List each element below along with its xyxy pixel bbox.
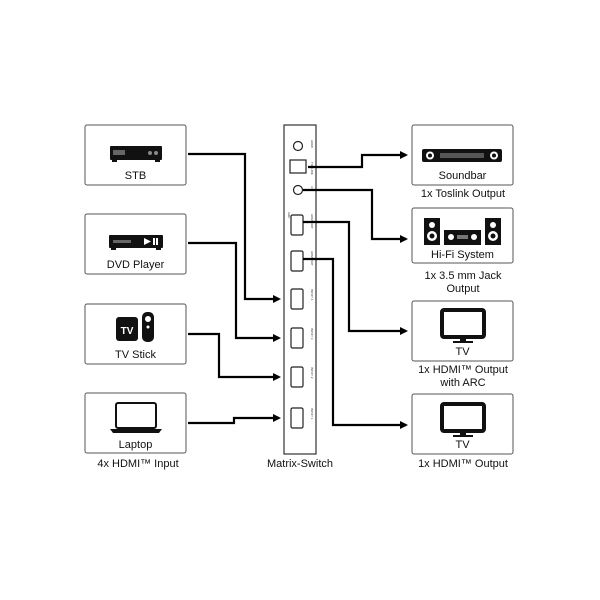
matrix-switch-caption: Matrix-Switch bbox=[267, 458, 333, 470]
audio-jack-port bbox=[292, 184, 304, 196]
hdmi-input-3-port bbox=[290, 327, 304, 349]
tv-arc-caption-line-2: with ARC bbox=[439, 377, 485, 389]
inputs-caption: 4x HDMI™ Input bbox=[97, 458, 178, 470]
wire-stb-to-input-4 bbox=[188, 152, 281, 303]
output-tv-arc: TV bbox=[411, 300, 514, 362]
tv-caption: 1x HDMI™ Output bbox=[418, 458, 508, 470]
soundbar-label: Soundbar bbox=[439, 170, 487, 182]
toslink-port bbox=[289, 159, 307, 174]
tv-arc-label: TV bbox=[455, 346, 470, 358]
hdmi-input-4-port bbox=[290, 288, 304, 310]
input-dvd-player: DVD Player bbox=[84, 213, 187, 275]
tv-label: TV bbox=[455, 439, 470, 451]
wire-laptop-to-input-1 bbox=[188, 414, 281, 425]
hdmi-arc-output-port bbox=[290, 214, 304, 236]
input-tv-stick: TV TV Stick bbox=[84, 303, 187, 365]
switch-port-label-in-1: INPUT 1 bbox=[310, 408, 314, 420]
output-tv: TV bbox=[411, 393, 514, 455]
hifi-system-icon bbox=[424, 218, 501, 245]
tv-icon bbox=[440, 402, 486, 437]
tv-stick-label: TV Stick bbox=[115, 349, 156, 361]
stb-label: STB bbox=[125, 170, 146, 182]
tv-icon bbox=[440, 308, 486, 343]
dvd-player-label: DVD Player bbox=[107, 259, 165, 271]
wire-hdmi-out-to-tv bbox=[303, 257, 408, 429]
hdmi-indicator-port bbox=[292, 140, 304, 152]
soundbar-caption: 1x Toslink Output bbox=[421, 188, 505, 200]
switch-top-label-3: 3.5 bbox=[310, 186, 314, 191]
hifi-caption-line-1: 1x 3.5 mm Jack bbox=[424, 270, 502, 282]
switch-top-label-1: HDMI bbox=[310, 140, 314, 148]
wire-toslink-to-soundbar bbox=[308, 151, 408, 169]
matrix-switch: HDMI TOSLINK 3.5 ARC HDMI OUT HDMI OUT I… bbox=[283, 124, 317, 455]
dvd-player-icon bbox=[109, 235, 163, 250]
tv-stick-badge: TV bbox=[121, 326, 134, 337]
wire-tvstick-to-input-2 bbox=[188, 332, 281, 381]
hifi-caption-line-2: Output bbox=[446, 283, 479, 295]
wire-arc-to-tv bbox=[303, 220, 408, 335]
tv-stick-icon: TV bbox=[116, 312, 154, 342]
hdmi-output-port bbox=[290, 250, 304, 272]
laptop-icon bbox=[110, 402, 162, 433]
hdmi-input-2-port bbox=[290, 366, 304, 388]
hdmi-input-1-port bbox=[290, 407, 304, 429]
set-top-box-icon bbox=[110, 146, 162, 162]
hifi-system-label: Hi-Fi System bbox=[431, 249, 494, 261]
switch-port-label-in-3: INPUT 3 bbox=[310, 328, 314, 340]
switch-port-label-in-2: INPUT 2 bbox=[310, 367, 314, 379]
switch-port-label-arc: ARC bbox=[287, 212, 291, 219]
laptop-label: Laptop bbox=[119, 439, 153, 451]
switch-port-label-in-4: INPUT 4 bbox=[310, 289, 314, 301]
output-hifi-system: Hi-Fi System bbox=[411, 207, 514, 264]
soundbar-icon bbox=[422, 149, 502, 162]
tv-arc-caption-line-1: 1x HDMI™ Output bbox=[418, 364, 508, 376]
output-soundbar: Soundbar bbox=[411, 124, 514, 186]
input-laptop: Laptop bbox=[84, 392, 187, 454]
wire-dvd-to-input-3 bbox=[188, 241, 281, 342]
input-stb: STB bbox=[84, 124, 187, 186]
wire-jack-to-hifi bbox=[303, 188, 408, 243]
switch-top-label-2: TOSLINK bbox=[310, 162, 314, 175]
